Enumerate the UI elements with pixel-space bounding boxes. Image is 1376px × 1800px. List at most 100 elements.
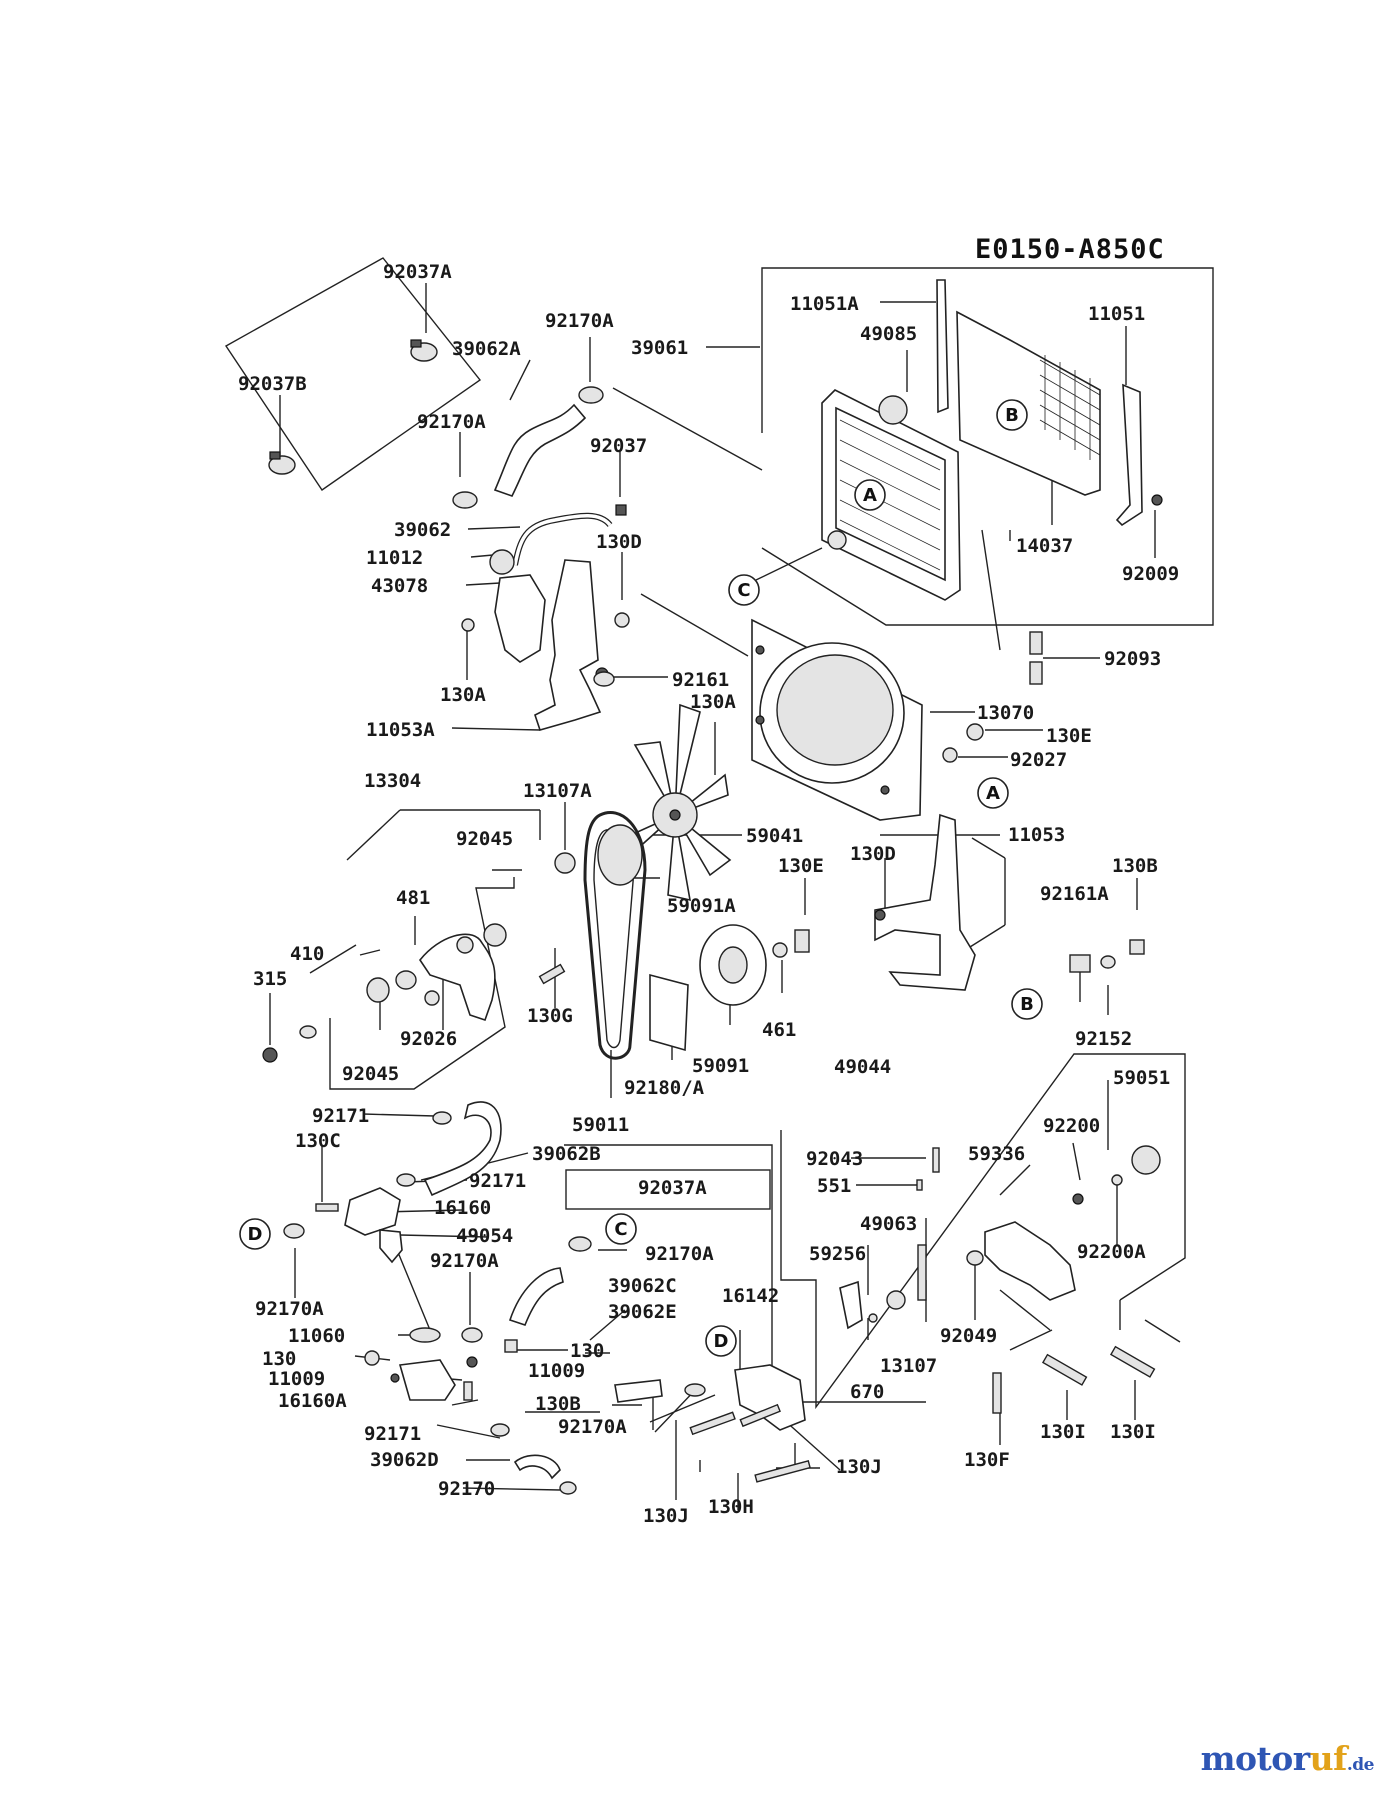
callout-551: 551 xyxy=(817,1175,851,1197)
bolt-130-left xyxy=(364,1350,380,1366)
gear-13107-washer xyxy=(886,1290,906,1310)
water-flange-16160a xyxy=(398,1359,456,1401)
spacer-92026 xyxy=(424,990,440,1006)
reservoir-bracket-11053a xyxy=(534,559,602,731)
svg-text:D: D xyxy=(248,1224,263,1245)
logo-accent: uf xyxy=(1309,1739,1348,1778)
callout-92009: 92009 xyxy=(1122,563,1179,585)
spacer-92093 xyxy=(1029,631,1043,655)
callout-92037a-mid: 92037A xyxy=(638,1177,707,1199)
callout-39062e: 39062E xyxy=(608,1301,677,1323)
clamp-92171-b xyxy=(396,1173,416,1187)
clamp-92170a-d xyxy=(283,1223,305,1239)
callout-92170a-c: 92170A xyxy=(645,1243,714,1265)
callout-92171-lower: 92171 xyxy=(364,1423,421,1445)
nut-315 xyxy=(262,1047,278,1063)
hose-clamp-92170a-top xyxy=(578,386,604,404)
shaft-49063 xyxy=(917,1244,927,1301)
bolt-130-mid xyxy=(504,1339,518,1353)
callout-92200: 92200 xyxy=(1043,1115,1100,1137)
water-pump-16142 xyxy=(734,1364,806,1431)
washer-410 xyxy=(299,1025,317,1039)
bolt-130g xyxy=(538,963,566,985)
washer-92049 xyxy=(966,1250,984,1266)
marker-d-bottom: D xyxy=(705,1325,737,1357)
fan-shroud-13070 xyxy=(751,618,923,821)
logo-tld: .de xyxy=(1346,1755,1375,1775)
callout-59041: 59041 xyxy=(746,825,803,847)
clamp-92171-lower xyxy=(490,1423,510,1437)
marker-b-top: B xyxy=(996,399,1028,431)
callout-11053a: 11053A xyxy=(366,719,435,741)
bolt-130e-lower xyxy=(794,929,810,953)
callout-92043: 92043 xyxy=(806,1148,863,1170)
snap-ring-481 xyxy=(395,970,417,990)
outline-frames xyxy=(224,257,1214,1410)
watermark-logo: motoruf.de xyxy=(1201,1739,1375,1778)
marker-a-top: A xyxy=(854,479,886,511)
callout-130d-right: 130D xyxy=(850,843,896,865)
water-outlet-16160 xyxy=(344,1187,401,1236)
callout-13107a: 13107A xyxy=(523,780,592,802)
callout-39062d: 39062D xyxy=(370,1449,439,1471)
bearing-92045-lower xyxy=(366,977,390,1003)
callout-92170a-d: 92170A xyxy=(255,1298,324,1320)
bolt-130j-lower xyxy=(754,1459,811,1483)
callout-39062a: 39062A xyxy=(452,338,521,360)
marker-a-right: A xyxy=(977,777,1009,809)
callout-130g: 130G xyxy=(527,1005,573,1027)
hose-39062b xyxy=(423,1101,502,1197)
callout-13107: 13107 xyxy=(880,1355,937,1377)
callout-16160a: 16160A xyxy=(278,1390,347,1412)
callout-130b-right: 130B xyxy=(1112,855,1158,877)
clip-92200 xyxy=(1072,1193,1084,1205)
callout-130j-left: 130J xyxy=(643,1505,689,1527)
bolt-130f xyxy=(992,1372,1002,1414)
washer-92161 xyxy=(593,671,615,687)
callout-11060: 11060 xyxy=(288,1325,345,1347)
hose-39062c xyxy=(508,1267,564,1326)
clamp-92170 xyxy=(559,1481,577,1495)
gear-59051 xyxy=(1131,1145,1161,1175)
radiator-cap-49085 xyxy=(878,395,908,425)
callout-130c: 130C xyxy=(295,1130,341,1152)
callout-14037: 14037 xyxy=(1016,535,1073,557)
callout-92093: 92093 xyxy=(1104,648,1161,670)
callout-11012: 11012 xyxy=(366,547,423,569)
callout-130-mid: 130 xyxy=(570,1340,604,1362)
marker-c-bottom: C xyxy=(605,1213,637,1245)
reservoir-tank-43078 xyxy=(494,574,546,663)
callout-92037b: 92037B xyxy=(238,373,307,395)
callout-59091a: 59091A xyxy=(667,895,736,917)
bolt-130i-a xyxy=(1041,1353,1088,1386)
callout-92161a: 92161A xyxy=(1040,883,1109,905)
callout-11053: 11053 xyxy=(1008,824,1065,846)
callout-92171-mid: 92171 xyxy=(469,1170,526,1192)
o-ring-11009-left xyxy=(390,1373,400,1383)
callout-130i-b: 130I xyxy=(1110,1421,1156,1443)
clamp-92170a-mid xyxy=(461,1327,483,1343)
marker-b-right: B xyxy=(1011,988,1043,1020)
reservoir-cap-11012 xyxy=(489,549,515,575)
grommet-92027 xyxy=(942,747,958,763)
callout-92170a-lower: 92170A xyxy=(430,1250,499,1272)
grommet-92152 xyxy=(1100,955,1116,969)
callout-130j-right: 130J xyxy=(836,1456,882,1478)
hose-clamp-92170a-mid xyxy=(452,491,478,509)
hose-39062d xyxy=(513,1454,561,1480)
callout-461: 461 xyxy=(762,1019,796,1041)
callout-39062: 39062 xyxy=(394,519,451,541)
callout-43078: 43078 xyxy=(371,575,428,597)
diagram-code: E0150-A850C xyxy=(975,234,1165,265)
radiator-support-11051a xyxy=(936,279,949,414)
seal-670 xyxy=(868,1313,878,1323)
callout-59256: 59256 xyxy=(809,1243,866,1265)
hose-39062e xyxy=(614,1379,663,1403)
bolt-130j-upper xyxy=(689,1411,736,1436)
callout-92170a-top: 92170A xyxy=(545,310,614,332)
svg-text:C: C xyxy=(737,580,750,601)
callout-481: 481 xyxy=(396,887,430,909)
hose-clamp-92037a xyxy=(410,339,438,362)
fan-belt-59011 xyxy=(583,811,647,1060)
washer-461 xyxy=(772,942,788,958)
